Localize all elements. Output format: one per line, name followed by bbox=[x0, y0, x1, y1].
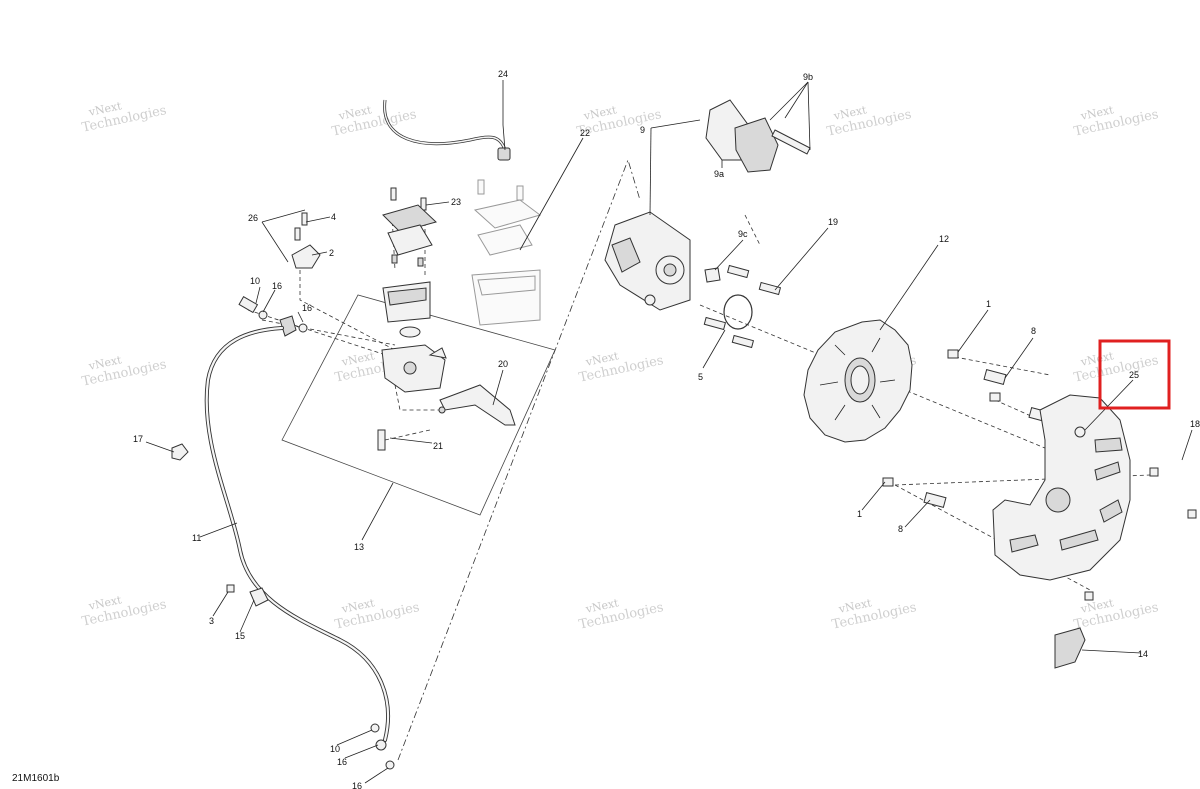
part-15-clamp bbox=[249, 587, 269, 607]
part-banjo-fittings bbox=[238, 295, 308, 337]
callout-22: 22 bbox=[580, 128, 590, 138]
callout-5: 5 bbox=[698, 372, 703, 382]
leader-lines bbox=[145, 80, 1193, 784]
part-9b-pad-pins bbox=[771, 129, 811, 155]
part-o-ring bbox=[723, 294, 753, 330]
callout-9: 9 bbox=[640, 125, 645, 135]
callout-16-upper-a: 16 bbox=[272, 281, 282, 291]
callout-8-upper: 8 bbox=[1031, 326, 1036, 336]
part-17-grommet bbox=[171, 443, 189, 461]
callout-11: 11 bbox=[192, 533, 201, 543]
part-25-disc-guard bbox=[992, 394, 1131, 581]
callout-13: 13 bbox=[354, 542, 364, 552]
part-lower-banjo bbox=[370, 723, 395, 770]
callout-1-lower: 1 bbox=[857, 509, 862, 519]
part-21-pivot-bolt bbox=[377, 429, 386, 451]
callout-18: 18 bbox=[1190, 419, 1200, 429]
part-9c-bleeder bbox=[704, 267, 721, 283]
callout-3: 3 bbox=[209, 616, 214, 626]
part-19-caliper-bolts bbox=[726, 264, 782, 296]
callout-21: 21 bbox=[433, 441, 443, 451]
callout-labels: 24 9b 9 9a 22 23 26 4 2 10 16 16 9c 19 1… bbox=[133, 69, 1200, 789]
callout-16-lower-a: 16 bbox=[337, 757, 347, 767]
callout-9a: 9a bbox=[714, 169, 724, 179]
part-14-decal bbox=[1054, 627, 1086, 669]
callout-24: 24 bbox=[498, 69, 508, 79]
part-26-clamp bbox=[291, 212, 321, 269]
part-11-brake-hose bbox=[204, 326, 390, 742]
part-22-reservoir-ghost bbox=[471, 179, 542, 326]
callout-17: 17 bbox=[133, 434, 143, 444]
part-12-brake-disc bbox=[803, 319, 913, 443]
part-8-spacers bbox=[923, 368, 1052, 509]
callout-23: 23 bbox=[451, 197, 461, 207]
callout-8-lower: 8 bbox=[898, 524, 903, 534]
callout-25-highlight-box bbox=[1098, 339, 1171, 410]
part-9a-brake-pads bbox=[705, 99, 779, 173]
part-1-bolts bbox=[882, 349, 1001, 487]
callout-4: 4 bbox=[331, 212, 336, 222]
part-24-cable bbox=[383, 99, 511, 161]
part-20-brake-lever bbox=[438, 384, 516, 426]
callout-25: 25 bbox=[1129, 370, 1139, 380]
part-9-caliper bbox=[604, 211, 691, 311]
part-23-reservoir-cap-assembly bbox=[382, 187, 437, 267]
callout-19: 19 bbox=[828, 217, 838, 227]
assembly-lines bbox=[247, 158, 1151, 761]
part-reservoir-body bbox=[382, 281, 431, 338]
callout-9b: 9b bbox=[803, 72, 813, 82]
callout-16-lower-b: 16 bbox=[352, 781, 362, 789]
callout-14: 14 bbox=[1138, 649, 1148, 659]
callout-26: 26 bbox=[248, 213, 258, 223]
callout-9c: 9c bbox=[738, 229, 748, 239]
diagram-code: 21M1601b bbox=[12, 773, 60, 784]
part-18-screws bbox=[1084, 467, 1197, 601]
callout-10-upper: 10 bbox=[250, 276, 260, 286]
callout-20: 20 bbox=[498, 359, 508, 369]
part-5-bolts bbox=[703, 316, 755, 349]
callout-16-upper-b: 16 bbox=[302, 303, 312, 313]
callout-15: 15 bbox=[235, 631, 245, 641]
part-master-cylinder bbox=[381, 344, 447, 393]
callout-10-lower: 10 bbox=[330, 744, 340, 754]
callout-12: 12 bbox=[939, 234, 949, 244]
callout-2: 2 bbox=[329, 248, 334, 258]
callout-1-upper: 1 bbox=[986, 299, 991, 309]
part-3-clip bbox=[226, 584, 235, 593]
